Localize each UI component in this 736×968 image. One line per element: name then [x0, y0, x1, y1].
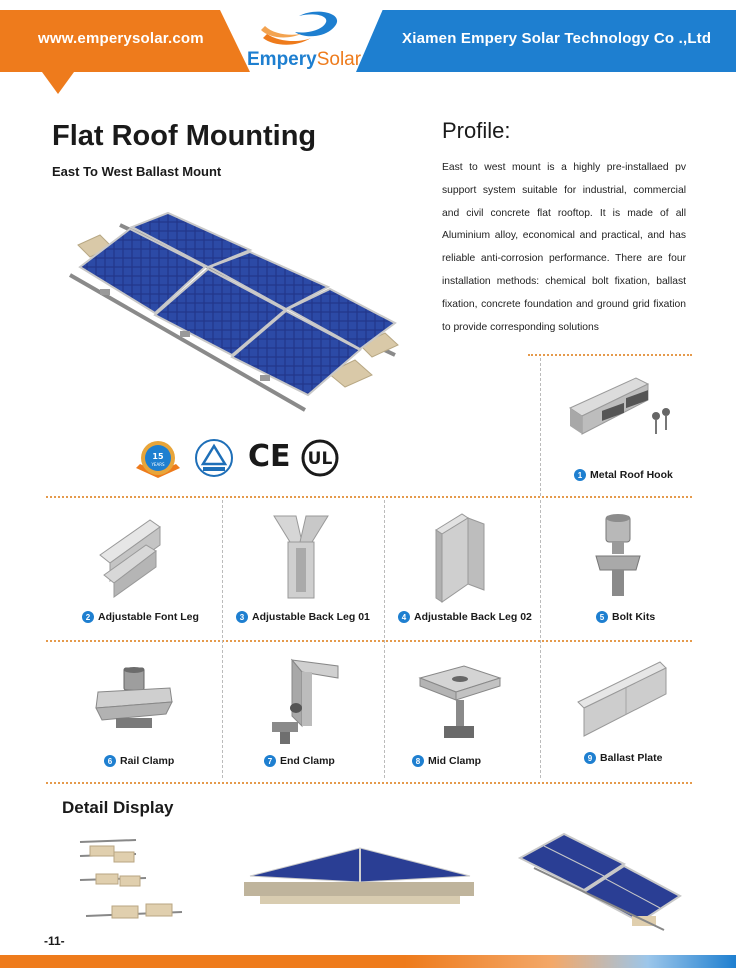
product-name: Adjustable Font Leg — [98, 611, 199, 623]
product-number: 3 — [236, 611, 248, 623]
end-clamp-image — [272, 658, 339, 744]
product-name: Adjustable Back Leg 01 — [252, 611, 370, 623]
product-label: 9 Ballast Plate — [584, 752, 662, 764]
product-number: 6 — [104, 755, 116, 767]
installed-array-detail-image — [517, 832, 682, 931]
product-name: Bolt Kits — [612, 611, 656, 623]
empery-solar-logo: EmperySolar — [247, 8, 361, 78]
divider — [222, 500, 223, 778]
page-title: Flat Roof Mounting — [52, 120, 317, 152]
product-name: Ballast Plate — [600, 752, 663, 764]
header-orange-banner — [0, 10, 250, 72]
page-subtitle: East To West Ballast Mount — [52, 164, 222, 179]
ul-mark: UL — [308, 449, 333, 469]
adjustable-back-leg-02-image — [435, 513, 485, 603]
solar-array-illustration — [69, 211, 399, 412]
bolt-kits-image — [595, 514, 641, 596]
logo-word-2: Solar — [316, 49, 362, 70]
page-number: -11- — [44, 934, 65, 948]
company-name: Xiamen Empery Solar Technology Co .,Ltd — [402, 30, 712, 47]
profile-heading: Profile: — [442, 118, 511, 143]
divider — [46, 496, 692, 498]
product-name: Adjustable Back Leg 02 — [414, 611, 532, 623]
logo-word-1: Empery — [247, 49, 317, 70]
ballast-layout-detail-image — [79, 839, 183, 919]
product-name: End Clamp — [280, 755, 335, 767]
product-number: 9 — [584, 752, 596, 764]
product-name: Metal Roof Hook — [590, 469, 673, 481]
product-label: 4 Adjustable Back Leg 02 — [398, 611, 532, 623]
product-label: 8 Mid Clamp — [412, 755, 481, 767]
product-number: 8 — [412, 755, 424, 767]
rail-clamp-image — [95, 667, 173, 728]
profile-text: East to west mount is a highly pre-insta… — [442, 162, 686, 333]
tuv-certification-icon — [195, 439, 233, 477]
adjustable-front-leg-image — [99, 519, 161, 598]
product-number: 5 — [596, 611, 608, 623]
warranty-years: 15 — [152, 452, 164, 461]
detail-display-heading: Detail Display — [62, 798, 174, 817]
mid-clamp-image — [418, 665, 502, 738]
product-number: 2 — [82, 611, 94, 623]
divider — [46, 640, 692, 642]
metal-roof-hook-image — [568, 377, 670, 435]
logo-swoosh-icon — [261, 11, 338, 45]
header-blue-banner — [356, 10, 736, 72]
warranty-label: YEARS — [150, 462, 164, 467]
logo-wordmark: EmperySolar — [247, 49, 361, 71]
product-number: 7 — [264, 755, 276, 767]
ballast-plate-image — [577, 661, 667, 737]
product-label: 5 Bolt Kits — [596, 611, 655, 623]
product-name: Rail Clamp — [120, 755, 175, 767]
footer-gradient-bar — [0, 955, 736, 968]
product-label: 7 End Clamp — [264, 755, 335, 767]
product-label: 3 Adjustable Back Leg 01 — [236, 611, 370, 623]
divider — [528, 354, 692, 356]
warranty-badge-icon: 15 YEARS — [136, 441, 180, 478]
website-url[interactable]: www.emperysolar.com — [38, 30, 204, 47]
divider — [540, 358, 541, 496]
ul-certification-icon: UL — [301, 439, 339, 477]
divider — [384, 500, 385, 778]
divider — [540, 500, 541, 778]
ce-mark: CE — [248, 439, 291, 474]
divider — [46, 782, 692, 784]
product-name: Mid Clamp — [428, 755, 482, 767]
east-west-array-detail-image — [244, 847, 474, 904]
product-label: 2 Adjustable Font Leg — [82, 611, 199, 623]
product-label: 1 Metal Roof Hook — [574, 469, 673, 481]
product-label: 6 Rail Clamp — [104, 755, 174, 767]
product-number: 1 — [574, 469, 586, 481]
product-number: 4 — [398, 611, 410, 623]
header-orange-pointer — [42, 72, 74, 94]
adjustable-back-leg-01-image — [273, 515, 329, 599]
